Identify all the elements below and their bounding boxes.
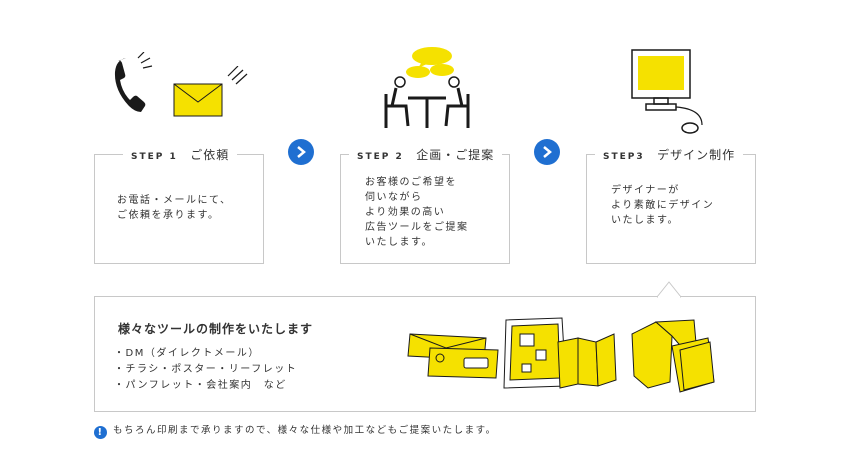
- step-1-title: STEP 1 ご依頼: [123, 146, 238, 163]
- step-1-text: お電話・メールにて、 ご依頼を承ります。: [117, 195, 232, 221]
- tools-item-flyer: ・チラシ・ポスター・リーフレット: [114, 364, 298, 375]
- step-arrow-2: [534, 139, 560, 165]
- step-3-title: STEP3 デザイン制作: [595, 146, 744, 163]
- monitor-icon: [631, 49, 703, 134]
- tools-item-pamphlet: ・パンフレット・会社案内 など: [114, 380, 287, 391]
- poster-leaflet-illustration: [503, 317, 617, 389]
- note-text: もちろん印刷まで承りますので、様々な仕様や加工などもご提案いたします。: [113, 425, 497, 436]
- step-2-label: STEP 2: [357, 152, 404, 162]
- step-1-box: STEP 1 ご依頼 お電話・メールにて、 ご依頼を承ります。: [94, 146, 264, 264]
- chevron-right-icon: [543, 146, 552, 158]
- phone-icon: [114, 52, 153, 112]
- envelope-icon: [173, 66, 248, 117]
- chevron-right-icon: [297, 146, 306, 158]
- step-2-title: STEP 2 企画・ご提案: [349, 146, 503, 163]
- step-2-name: 企画・ご提案: [416, 148, 495, 162]
- tools-list: ・DM（ダイレクトメール） ・チラシ・ポスター・リーフレット ・パンフレット・会…: [114, 346, 297, 394]
- meeting-icon: [384, 47, 470, 128]
- step-3-box: STEP3 デザイン制作 デザイナーが より素敵にデザイン いたします。: [586, 146, 756, 264]
- step-arrow-1: [288, 139, 314, 165]
- step-3-text: デザイナーが より素敵にデザイン いたします。: [611, 185, 715, 226]
- step-2-box: STEP 2 企画・ご提案 お客様のご希望を 伺いながら より効果の高い 広告ツ…: [340, 146, 510, 264]
- envelopes-illustration: [407, 333, 499, 379]
- bubble-tail: [657, 281, 681, 298]
- pamphlet-illustration: [631, 319, 715, 393]
- step-1-name: ご依頼: [190, 148, 230, 162]
- note: ! もちろん印刷まで承りますので、様々な仕様や加工などもご提案いたします。: [94, 422, 497, 439]
- step-3-label: STEP3: [603, 152, 645, 162]
- step-1-label: STEP 1: [131, 152, 178, 162]
- exclamation-icon: !: [94, 426, 107, 439]
- tools-item-dm: ・DM（ダイレクトメール）: [114, 348, 260, 359]
- tools-title: 様々なツールの制作をいたします: [118, 322, 314, 336]
- step-2-text: お客様のご希望を 伺いながら より効果の高い 広告ツールをご提案 いたします。: [365, 177, 469, 248]
- step-3-name: デザイン制作: [657, 148, 736, 162]
